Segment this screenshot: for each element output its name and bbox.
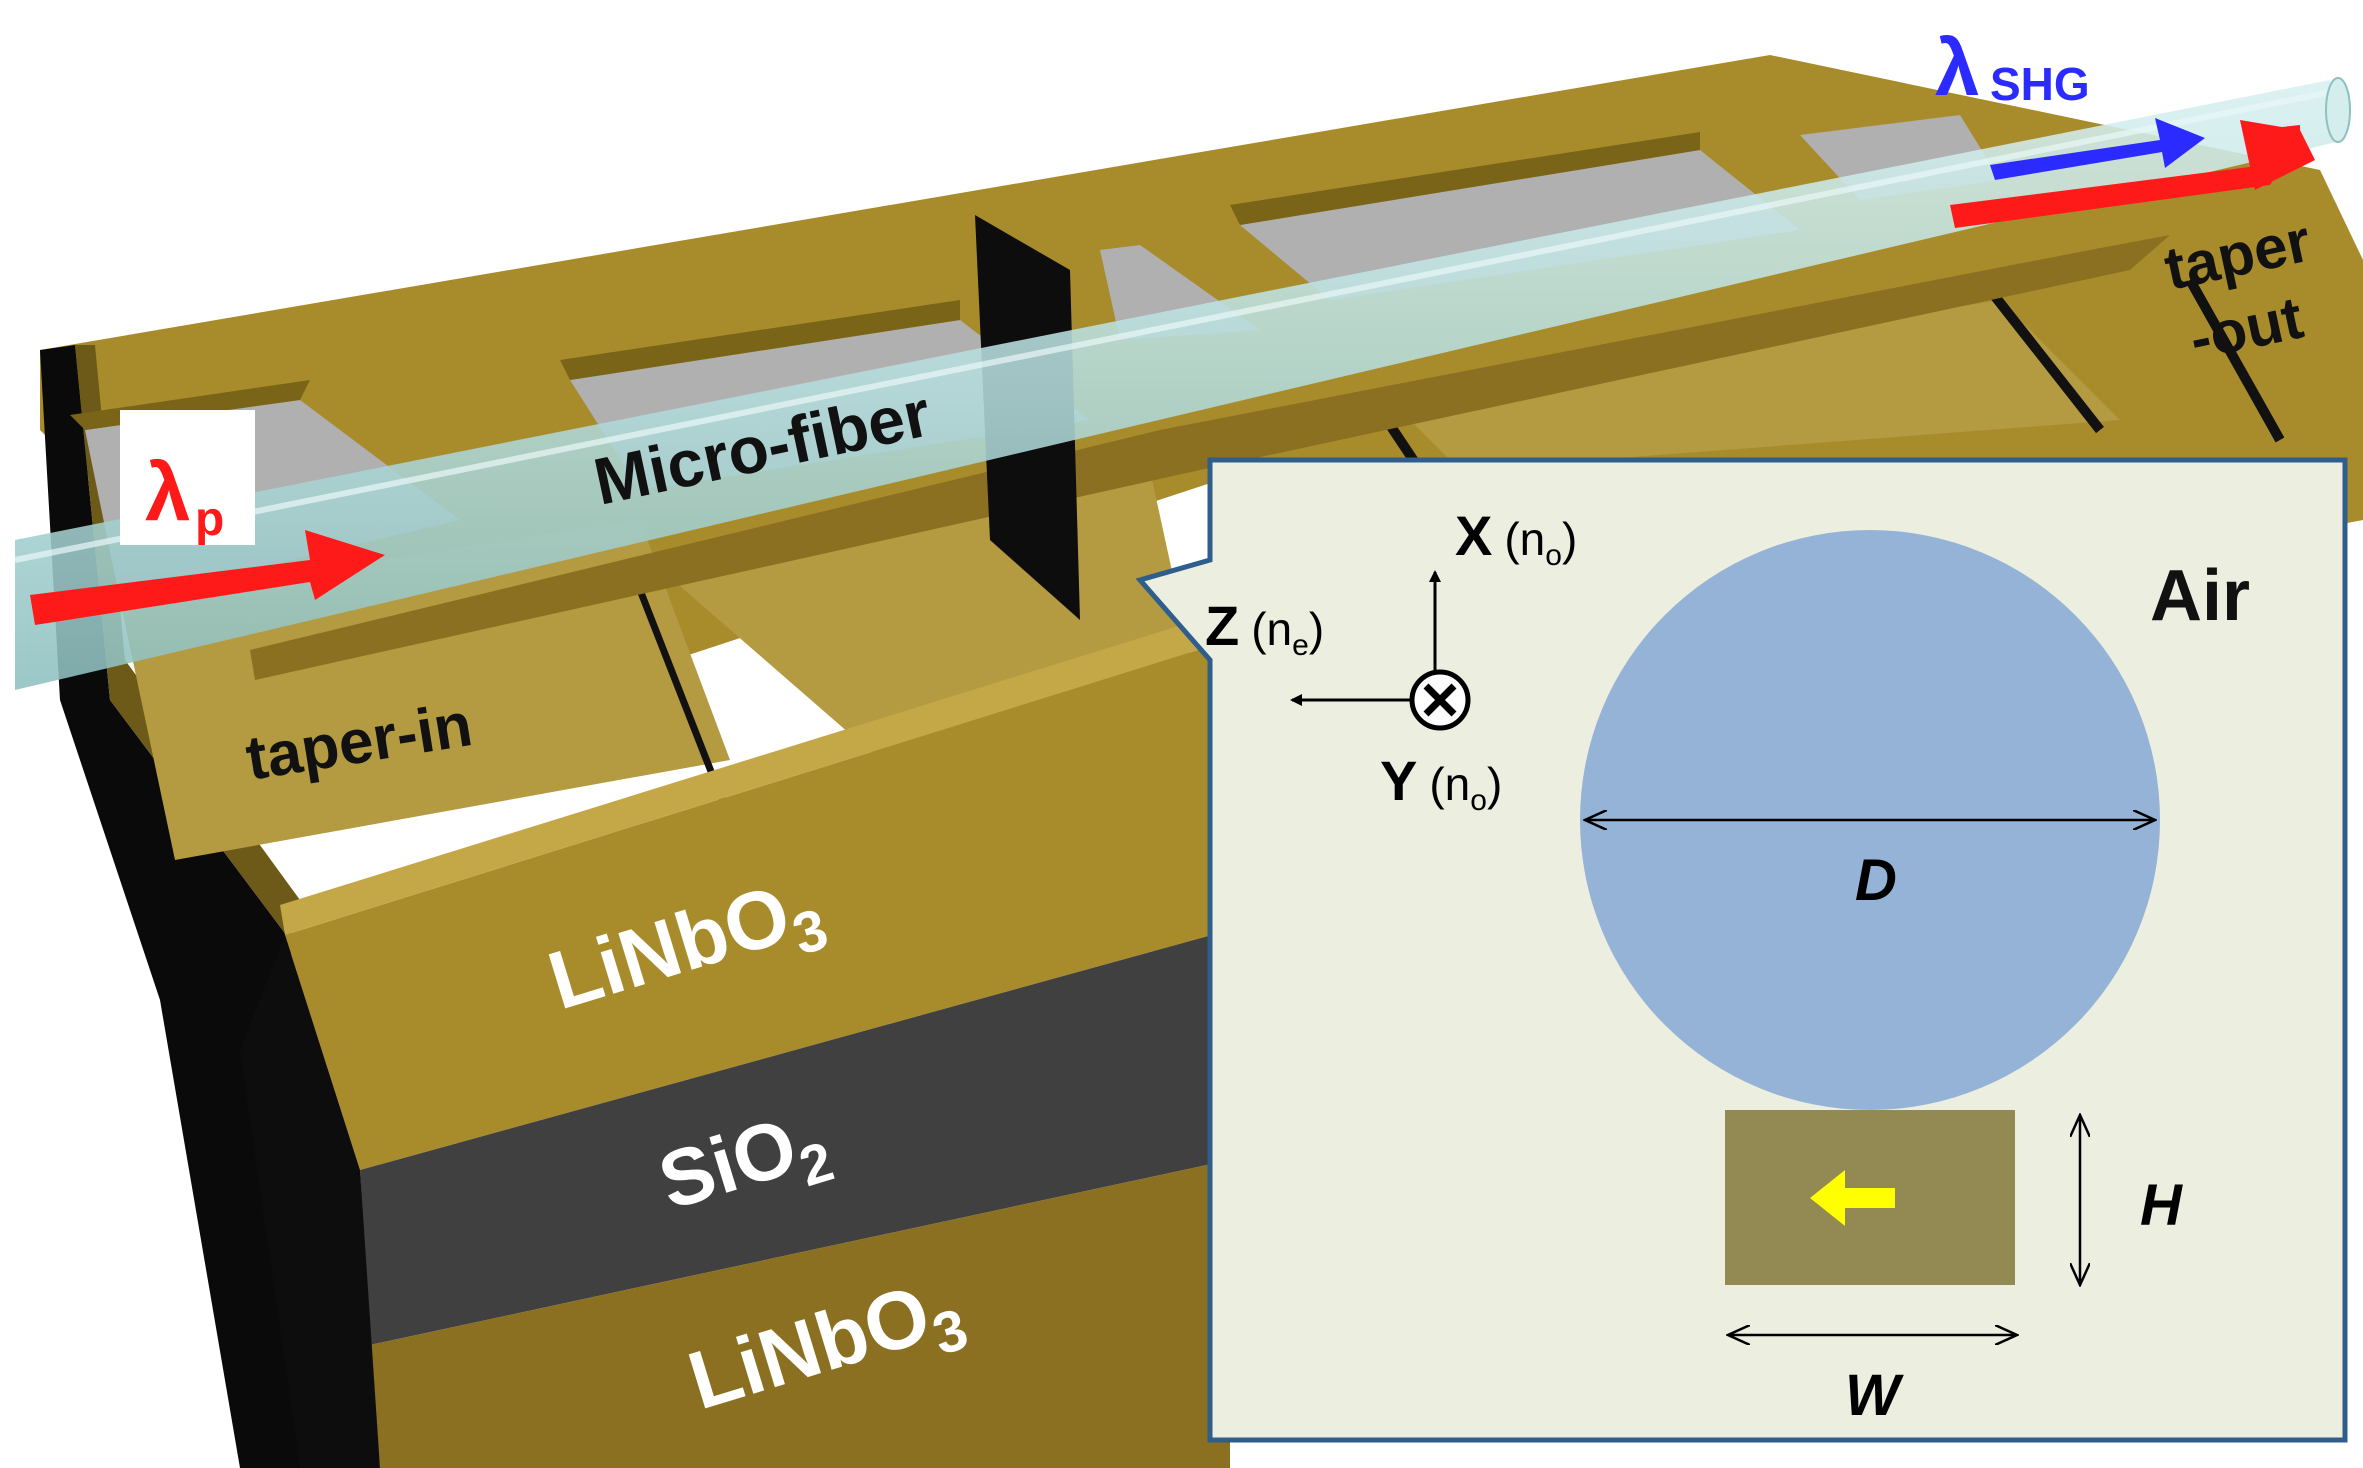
- x-axis-close: ): [1562, 513, 1577, 565]
- width-label: W: [1845, 1363, 1904, 1428]
- lambda-p-label: λ p: [120, 410, 255, 546]
- y-axis-index-sub: o: [1470, 784, 1487, 817]
- pump-arrow-out-shape: [1950, 125, 2300, 228]
- lambda-p-symbol: λ: [145, 447, 191, 538]
- trench-2-wall: [560, 300, 960, 380]
- y-axis-cross: [1423, 683, 1457, 717]
- lambda-shg-sub: SHG: [1990, 58, 2090, 110]
- lambda-shg-label: λ SHG: [1935, 23, 2090, 112]
- pump-arrow-in: [30, 530, 385, 625]
- lambda-shg-symbol: λ: [1935, 23, 1980, 112]
- layer-sio2: [360, 930, 1230, 1345]
- stack-left-shadow: [240, 935, 380, 1468]
- polarization-arrow-icon: [1810, 1170, 1895, 1226]
- trench-line-4: [2185, 277, 2285, 443]
- micro-fiber-body: [15, 80, 2345, 690]
- trench-4-wall: [1230, 132, 1700, 225]
- z-axis-index-sub: e: [1292, 629, 1309, 662]
- pad-right: [1390, 300, 2120, 470]
- layer-linbo3-top-edge: [280, 610, 1230, 935]
- height-label: H: [2140, 1173, 2183, 1238]
- shg-arrow-out-shape: [1990, 118, 2205, 180]
- x-axis-index-sub: o: [1545, 539, 1562, 572]
- lambda-p-sub: p: [195, 493, 224, 546]
- z-axis-close: ): [1309, 603, 1324, 655]
- x-axis-name: X: [1455, 504, 1492, 567]
- chip-left-edge: [40, 345, 330, 1468]
- pump-arrow-in-shape: [30, 530, 385, 625]
- shg-arrow-out: [1990, 118, 2205, 180]
- trench-line-3: [1986, 286, 2104, 434]
- air-label: Air: [2150, 556, 2250, 636]
- pump-arrow-out: [1950, 120, 2315, 228]
- micro-fiber-end: [2325, 77, 2351, 143]
- svg-text:X(no): X(no): [1455, 504, 1577, 572]
- svg-text:Y(no): Y(no): [1380, 749, 1502, 817]
- pump-arrow-out-head: [2240, 120, 2315, 190]
- cross-section-inset: Air X(no) Z(ne) Y(no) D H W: [1135, 457, 2348, 1443]
- x-axis-index: (n: [1504, 513, 1545, 565]
- lambda-p-box: [120, 410, 255, 545]
- layer-linbo3-top: [285, 640, 1230, 1170]
- svg-text:Z(ne): Z(ne): [1205, 594, 1324, 662]
- y-axis-close: ): [1487, 758, 1502, 810]
- layer-linbo3-bottom: [370, 1160, 1230, 1468]
- y-axis-name: Y: [1380, 749, 1417, 812]
- trench-4: [1240, 150, 1800, 300]
- diameter-label: D: [1855, 848, 1897, 913]
- micro-fiber-highlight: [14, 89, 2331, 563]
- z-axis-name: Z: [1205, 594, 1239, 657]
- micro-fiber: [14, 77, 2351, 690]
- z-axis-index: (n: [1251, 603, 1292, 655]
- y-axis-index: (n: [1429, 758, 1470, 810]
- coordinate-axes: X(no) Z(ne) Y(no): [1205, 504, 1577, 817]
